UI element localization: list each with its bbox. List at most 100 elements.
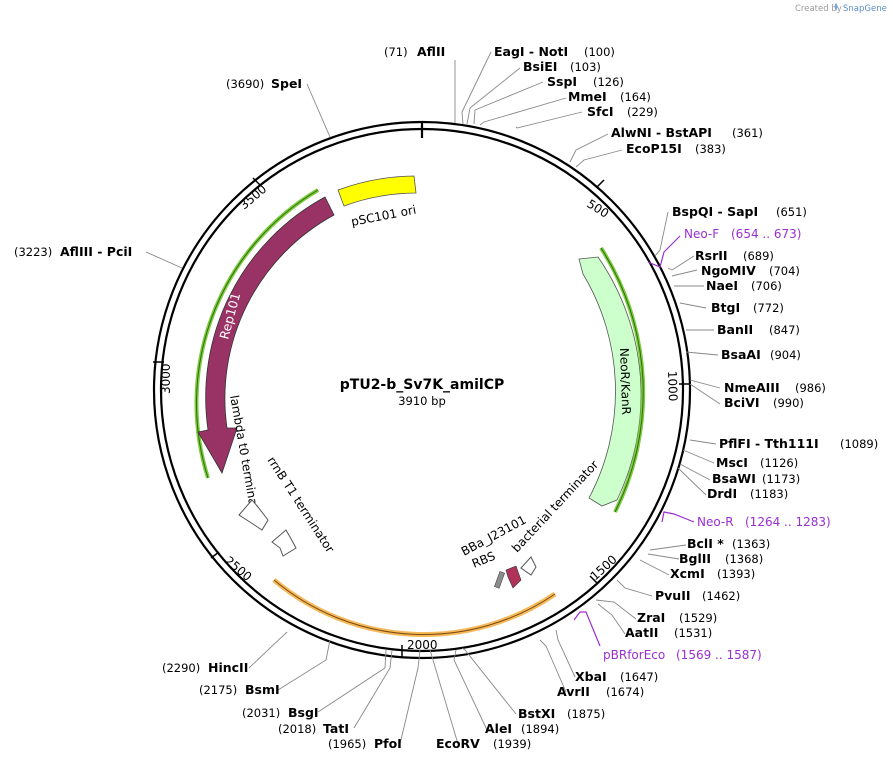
enzyme-name-bsaai: BsaAI [721,347,761,362]
enzyme-name-pvuii: PvuII [655,588,691,603]
credit-brand: SnapGene [843,4,887,14]
bacterial-terminator-arrow [520,556,537,576]
rep-feature [197,196,335,474]
rrnb-terminator-arrow [271,529,297,557]
gene-feature [505,565,522,589]
enzyme-pos-spei: (3690) [226,77,264,91]
enzyme-pos-btgi: (772) [753,301,784,315]
backbone [152,120,692,660]
enzyme-name-ngomiv: NgoMIV [701,263,756,278]
snapgene-logo-icon [834,3,838,11]
enzyme-name-hincii: HincII [208,660,248,675]
lambda-terminator-arrow [238,499,269,531]
enzyme-pos-drdi: (1183) [750,487,788,501]
enzyme-pos-ecorv: (1939) [493,737,531,751]
enzyme-pos-sfci: (229) [627,105,658,119]
bacterial-terminator-label: bacterial terminator [509,458,601,556]
enzyme-name-bsmi: BsmI [245,682,280,697]
primer-range-pbrforeco: (1569 .. 1587) [676,648,762,662]
enzyme-pos-afliii-pcii: (3223) [14,245,52,259]
rbs-feature [494,571,506,589]
enzyme-pos-naei: (706) [751,279,782,293]
primer-name-neo-f: Neo-F [684,227,719,241]
tick-label-2500: 2500 [222,554,254,584]
enzyme-name-bsawi: BsaWI [712,471,756,486]
neo-label: NeoR/KanR [617,348,633,415]
primer-name-pbrforeco: pBRforEco [603,648,665,662]
enzyme-pos-aflii: (71) [384,45,408,59]
enzyme-name-alwni-bstapi: AlwNI - BstAPI [611,125,712,140]
enzyme-name-pfoi: PfoI [374,736,402,751]
enzyme-name-banii: BanII [717,322,753,337]
enzyme-name-sspi: SspI [547,74,577,89]
tick-label-3500: 3500 [237,182,269,212]
primer-range-neo-r: (1264 .. 1283) [745,515,831,529]
enzyme-name-ecop15i: EcoP15I [626,141,682,156]
enzyme-pos-bsmi: (2175) [199,683,237,697]
enzyme-name-bsgi: BsgI [288,705,319,720]
enzyme-pos-zrai: (1529) [679,611,717,625]
credit-text: Created by [795,4,842,14]
enzyme-name-xcmi: XcmI [670,566,705,581]
tick-label-500: 500 [584,197,611,221]
plasmid-length: 3910 bp [398,394,446,408]
enzyme-pos-bcli: (1363) [732,537,770,551]
enzyme-name-bcli: BclI * [687,536,724,551]
primer-marks [573,235,695,647]
enzyme-pos-bglii: (1368) [725,552,763,566]
enzyme-name-ecorv: EcoRV [436,736,480,751]
enzyme-pos-pvuii: (1462) [702,589,740,603]
enzyme-pos-bsawi: (1173) [762,472,800,486]
enzyme-pos-pflfi-tth111i: (1089) [840,437,878,451]
enzyme-name-bsiei: BsiEI [523,59,557,74]
enzyme-name-bglii: BglII [679,551,711,566]
enzyme-name-bspqi-sapi: BspQI - SapI [672,204,758,219]
enzyme-pos-bsaai: (904) [770,348,801,362]
enzyme-pos-rsrii: (689) [743,249,774,263]
plasmid-name: pTU2-b_Sv7K_amilCP [340,377,504,393]
enzyme-name-aflii: AflII [417,44,445,59]
enzyme-pos-eagi-noti: (100) [584,45,615,59]
features: pSC101 ori Rep101 lambda t0 terminator r… [194,175,646,637]
enzyme-name-bstxi: BstXI [518,706,555,721]
enzyme-pos-tati: (2018) [278,722,316,736]
enzyme-pos-aatii: (1531) [674,626,712,640]
enzyme-name-eagi-noti: EagI - NotI [494,44,568,59]
enzyme-pos-ecop15i: (383) [695,142,726,156]
enzyme-pos-hincii: (2290) [162,661,200,675]
neo-feature [578,256,642,507]
enzyme-pos-banii: (847) [769,323,800,337]
ori-feature [337,175,417,207]
primer-range-neo-f: (654 .. 673) [731,227,801,241]
enzyme-name-btgi: BtgI [711,300,740,315]
enzyme-name-naei: NaeI [706,278,738,293]
enzyme-name-xbai: XbaI [575,669,607,684]
enzyme-pos-avrii: (1674) [606,685,644,699]
enzyme-pos-xbai: (1647) [620,670,658,684]
enzyme-name-rsrii: RsrII [695,248,728,263]
enzyme-name-msci: MscI [716,455,748,470]
enzyme-pos-xcmi: (1393) [717,567,755,581]
ori-label: pSC101 ori [350,203,417,229]
enzyme-name-nmeaiii: NmeAIII [724,380,780,395]
enzyme-name-bcivi: BciVI [724,395,760,410]
enzyme-pos-bsiei: (103) [570,60,601,74]
enzyme-pos-msci: (1126) [760,456,798,470]
enzyme-name-aatii: AatII [625,625,658,640]
enzyme-name-spei: SpeI [271,76,302,91]
enzyme-pos-alwni-bstapi: (361) [732,126,763,140]
primer-labels: Neo-F (654 .. 673) Neo-R (1264 .. 1283) … [603,227,831,662]
enzyme-name-alei: AleI [485,721,512,736]
enzyme-leaders [145,51,721,745]
enzyme-pos-bstxi: (1875) [567,707,605,721]
enzyme-pos-nmeaiii: (986) [795,381,826,395]
enzyme-name-drdi: DrdI [707,486,737,501]
enzyme-name-tati: TatI [323,721,349,736]
tick-label-1000: 1000 [665,371,680,402]
enzyme-name-zrai: ZraI [637,610,665,625]
tick-label-2000: 2000 [407,638,438,652]
enzyme-pos-bsgi: (2031) [242,706,280,720]
enzyme-pos-mmei: (164) [620,90,651,104]
enzyme-pos-pfoi: (1965) [328,737,366,751]
